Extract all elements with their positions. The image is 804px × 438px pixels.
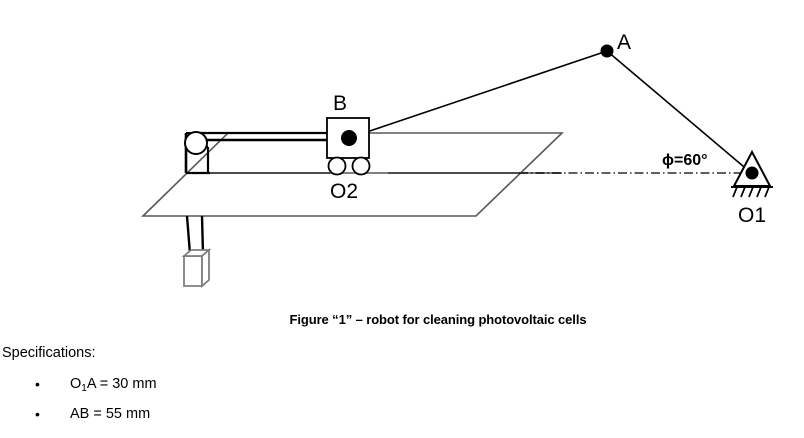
spec-label-o1a-subscript: 1 xyxy=(81,383,87,394)
pivot-hatch-5 xyxy=(764,186,770,198)
label-point-b: B xyxy=(333,92,347,115)
label-point-o2: O2 xyxy=(330,180,358,203)
pivot-o1-marker xyxy=(745,166,759,180)
pivot-hatch-4 xyxy=(756,186,762,198)
list-bullet-icon: • xyxy=(35,376,40,392)
link-ab xyxy=(348,50,608,139)
counterweight-front-face xyxy=(183,255,203,287)
counterweight-side-face xyxy=(201,248,210,288)
fixed-pivot-support-o1 xyxy=(731,149,773,198)
label-point-a: A xyxy=(617,31,631,54)
cleaning-cart-b xyxy=(326,117,371,176)
label-point-o1: O1 xyxy=(738,204,766,227)
pulley-wheel-icon xyxy=(184,131,208,155)
cart-wheel-right xyxy=(351,156,371,176)
cart-wheel-left xyxy=(327,156,347,176)
spec-label-o1a-prefix: O xyxy=(70,376,82,392)
label-angle-phi: ϕ=60° xyxy=(662,152,708,169)
specifications-list: • O1A = 30 mm • AB = 55 mm xyxy=(2,370,157,428)
weight-cable-left xyxy=(185,215,192,255)
counterweight-block xyxy=(181,248,212,288)
spec-label-ab: AB = 55 mm xyxy=(70,406,151,422)
joint-b-marker xyxy=(341,130,357,146)
crank-o1-a xyxy=(606,50,751,173)
spec-item-ab: • AB = 55 mm xyxy=(2,400,157,428)
photovoltaic-panel-plane xyxy=(141,132,564,217)
spec-item-o1a: • O1A = 30 mm xyxy=(2,370,157,400)
pivot-hatch-3 xyxy=(748,186,754,198)
specifications-heading: Specifications: xyxy=(2,345,96,361)
list-bullet-icon: • xyxy=(35,406,40,422)
spec-label-o1a-rest: A = 30 mm xyxy=(86,376,157,392)
weight-cable-right xyxy=(200,215,205,255)
pivot-hatch-1 xyxy=(732,186,738,198)
figure-caption: Figure “1” – robot for cleaning photovol… xyxy=(289,312,587,327)
pivot-hatch-2 xyxy=(740,186,746,198)
joint-a-marker xyxy=(600,44,614,58)
